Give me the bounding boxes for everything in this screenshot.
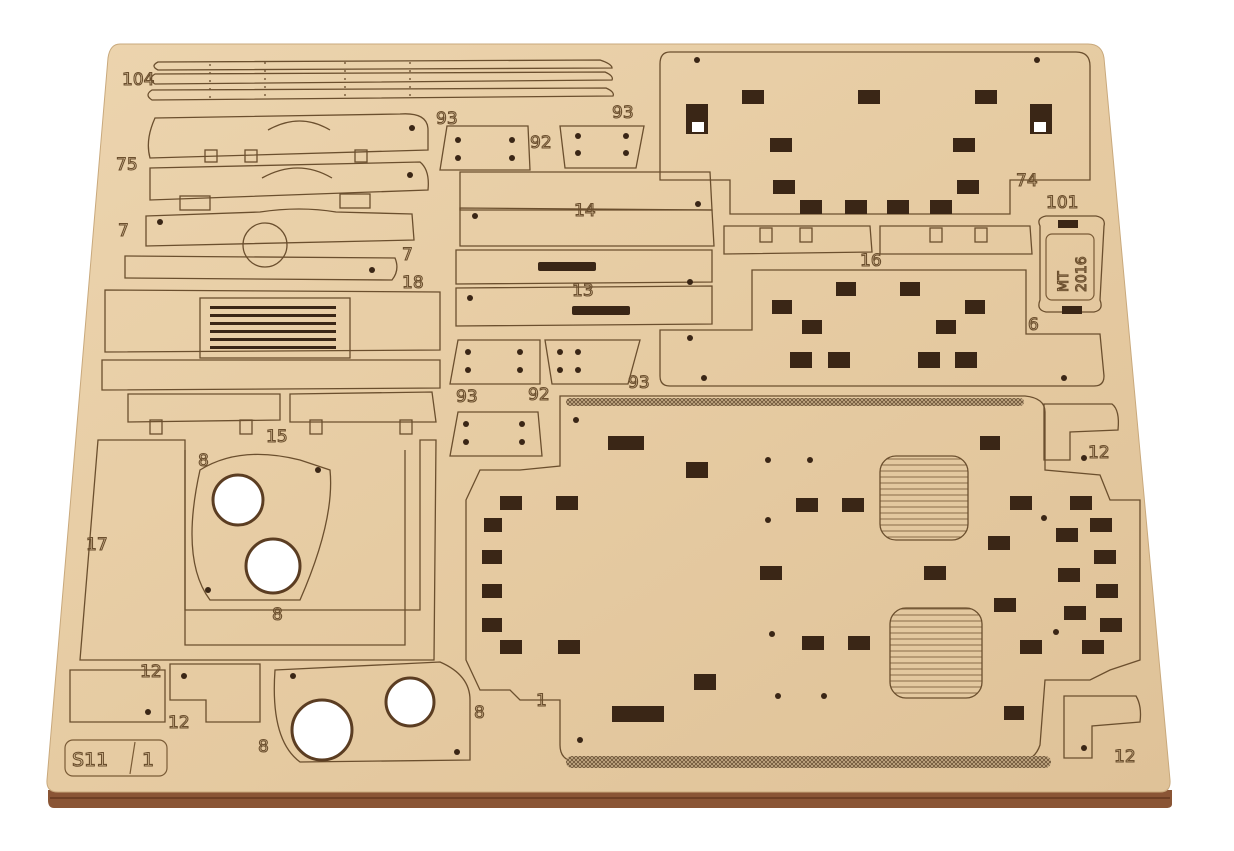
mesh-strip-top bbox=[566, 398, 1024, 406]
label-1: 1 bbox=[536, 691, 547, 711]
label-8-d: 8 bbox=[258, 737, 269, 757]
part-15 bbox=[127, 391, 437, 435]
label-74: 74 bbox=[1016, 171, 1038, 191]
part-7-lower bbox=[145, 208, 415, 268]
part-grille bbox=[101, 289, 441, 391]
label-15: 15 bbox=[266, 427, 288, 447]
label-14: 14 bbox=[574, 201, 596, 221]
part-12-bottom-left bbox=[69, 663, 261, 723]
part-12-right bbox=[1043, 403, 1142, 759]
bracket-93-92-bottom bbox=[449, 339, 641, 457]
label-12-c: 12 bbox=[1088, 443, 1110, 463]
sheet-id-code: S11 bbox=[72, 749, 108, 771]
vent-slots bbox=[210, 306, 336, 349]
part-6 bbox=[659, 269, 1105, 387]
label-7-b: 7 bbox=[402, 245, 413, 265]
part-18 bbox=[124, 255, 398, 281]
plate-engraving: MT 2016 bbox=[1055, 256, 1090, 293]
sheet-id-page: 1 bbox=[142, 749, 154, 771]
label-17: 17 bbox=[86, 535, 108, 555]
part-8-lower bbox=[273, 661, 471, 763]
tread-panel-lower bbox=[889, 607, 983, 699]
plate-engraving-left: MT bbox=[1056, 271, 1072, 292]
label-93-b: 93 bbox=[612, 103, 634, 123]
label-6: 6 bbox=[1028, 315, 1039, 335]
part-13 bbox=[455, 249, 713, 327]
part-104-rods bbox=[147, 59, 614, 101]
label-92-b: 92 bbox=[528, 385, 550, 405]
label-93-a: 93 bbox=[436, 109, 458, 129]
part-17 bbox=[79, 439, 437, 661]
label-75: 75 bbox=[116, 155, 138, 175]
label-13: 13 bbox=[572, 281, 594, 301]
label-12-d: 12 bbox=[1114, 747, 1136, 767]
label-93-d: 93 bbox=[628, 373, 650, 393]
label-12-b: 12 bbox=[168, 713, 190, 733]
part-7-upper bbox=[149, 161, 429, 211]
part-74 bbox=[659, 51, 1091, 215]
bracket-93-92-top bbox=[439, 125, 645, 171]
label-101: 101 bbox=[1046, 193, 1078, 213]
plate-engraving-right: 2016 bbox=[1074, 256, 1090, 292]
part-75 bbox=[147, 113, 429, 163]
label-18: 18 bbox=[402, 273, 424, 293]
part-8-upper bbox=[191, 453, 332, 601]
label-7-a: 7 bbox=[118, 221, 129, 241]
sheet-face bbox=[46, 43, 1171, 793]
label-92-a: 92 bbox=[530, 133, 552, 153]
part-1-base bbox=[465, 395, 1141, 768]
part-14 bbox=[459, 171, 715, 247]
label-104: 104 bbox=[122, 70, 154, 90]
part-labels: 104 93 93 92 75 7 7 18 14 13 16 74 101 6… bbox=[85, 69, 1136, 767]
label-12-a: 12 bbox=[140, 662, 162, 682]
label-8-a: 8 bbox=[198, 451, 209, 471]
tread-panel-upper bbox=[879, 455, 969, 541]
label-93-c: 93 bbox=[456, 387, 478, 407]
sheet-id-box bbox=[64, 739, 168, 777]
label-16: 16 bbox=[860, 251, 882, 271]
part-101-license-plate bbox=[1038, 215, 1105, 314]
mesh-strip-bottom bbox=[566, 756, 1051, 768]
part-16 bbox=[723, 225, 1033, 255]
label-8-c: 8 bbox=[474, 703, 485, 723]
label-8-b: 8 bbox=[272, 605, 283, 625]
